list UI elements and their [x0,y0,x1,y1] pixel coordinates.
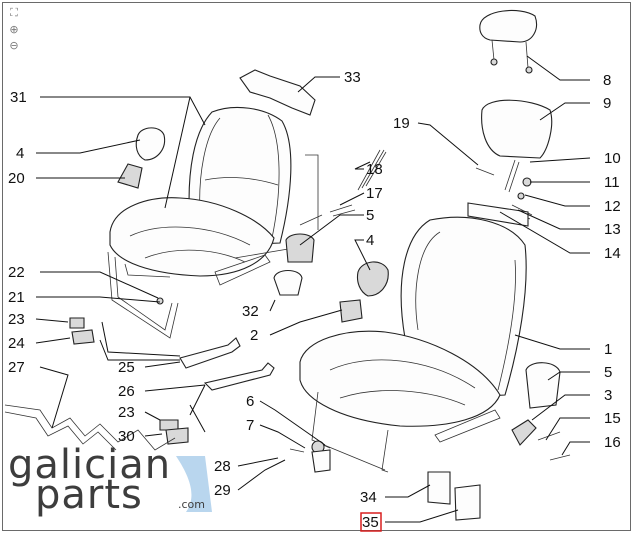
callout-25[interactable]: 25 [118,359,135,376]
callout-6[interactable]: 6 [246,393,254,410]
callout-30[interactable]: 30 [118,428,135,445]
callout-35[interactable]: 35 [362,514,379,531]
callout-27[interactable]: 27 [8,359,25,376]
logo-accent-shape [176,456,212,512]
logo-line-1: galician [8,442,171,488]
callout-31[interactable]: 31 [10,89,27,106]
logo-line-2: parts [35,472,143,518]
callout-18[interactable]: 18 [366,161,383,178]
left-seat-drawing [107,106,323,391]
callout-24[interactable]: 24 [8,335,25,352]
part-14-bracket [467,202,529,227]
callout-9[interactable]: 9 [603,95,611,112]
callout-17[interactable]: 17 [366,185,383,202]
callout-1[interactable]: 1 [604,341,612,358]
part-4-knob-left [135,127,166,161]
callout-5[interactable]: 5 [366,207,374,224]
logo-domain-suffix: .com [178,498,205,511]
part-32-cap [273,269,303,296]
callout-19[interactable]: 19 [393,115,410,132]
callout-26[interactable]: 26 [118,383,135,400]
callout-10[interactable]: 10 [604,150,621,167]
callout-4[interactable]: 4 [16,145,24,162]
callout-23[interactable]: 23 [8,311,25,328]
part-18-spring [357,149,387,191]
callout-4[interactable]: 4 [366,232,374,249]
callout-7[interactable]: 7 [246,417,254,434]
callout-33[interactable]: 33 [344,69,361,86]
zoom-out-icon[interactable]: ⊖ [9,39,19,52]
callout-16[interactable]: 16 [604,434,621,451]
callout-2[interactable]: 2 [250,327,258,344]
part-4-knob-right [356,261,389,297]
callout-5[interactable]: 5 [604,364,612,381]
right-seat-drawing [299,216,561,473]
callout-13[interactable]: 13 [604,221,621,238]
callout-21[interactable]: 21 [8,289,25,306]
callout-28[interactable]: 28 [214,458,231,475]
callout-22[interactable]: 22 [8,264,25,281]
part-27-harness [4,404,176,451]
zoom-in-icon[interactable]: ⊕ [9,23,19,36]
part-5-cover-left [285,233,315,263]
callout-32[interactable]: 32 [242,303,259,320]
part-9-headrest-pad [481,99,553,159]
selected-callout-highlight [360,512,382,532]
callout-12[interactable]: 12 [604,198,621,215]
leader-lines [35,55,591,523]
callout-29[interactable]: 29 [214,482,231,499]
part-17-spring [329,204,356,217]
fit-view-icon[interactable]: ⛶ [10,6,18,19]
callout-8[interactable]: 8 [603,72,611,89]
callout-3[interactable]: 3 [604,387,612,404]
callout-14[interactable]: 14 [604,245,621,262]
part-2-handle [339,299,363,323]
part-8-headrest-frame [479,10,538,74]
part-33-trim [239,69,316,116]
callout-34[interactable]: 34 [360,489,377,506]
galicianparts-logo: galician parts .com [8,442,212,518]
callout-23[interactable]: 23 [118,404,135,421]
callout-15[interactable]: 15 [604,410,621,427]
callout-20[interactable]: 20 [8,170,25,187]
part-20-clip [117,163,143,189]
callout-11[interactable]: 11 [604,174,620,191]
